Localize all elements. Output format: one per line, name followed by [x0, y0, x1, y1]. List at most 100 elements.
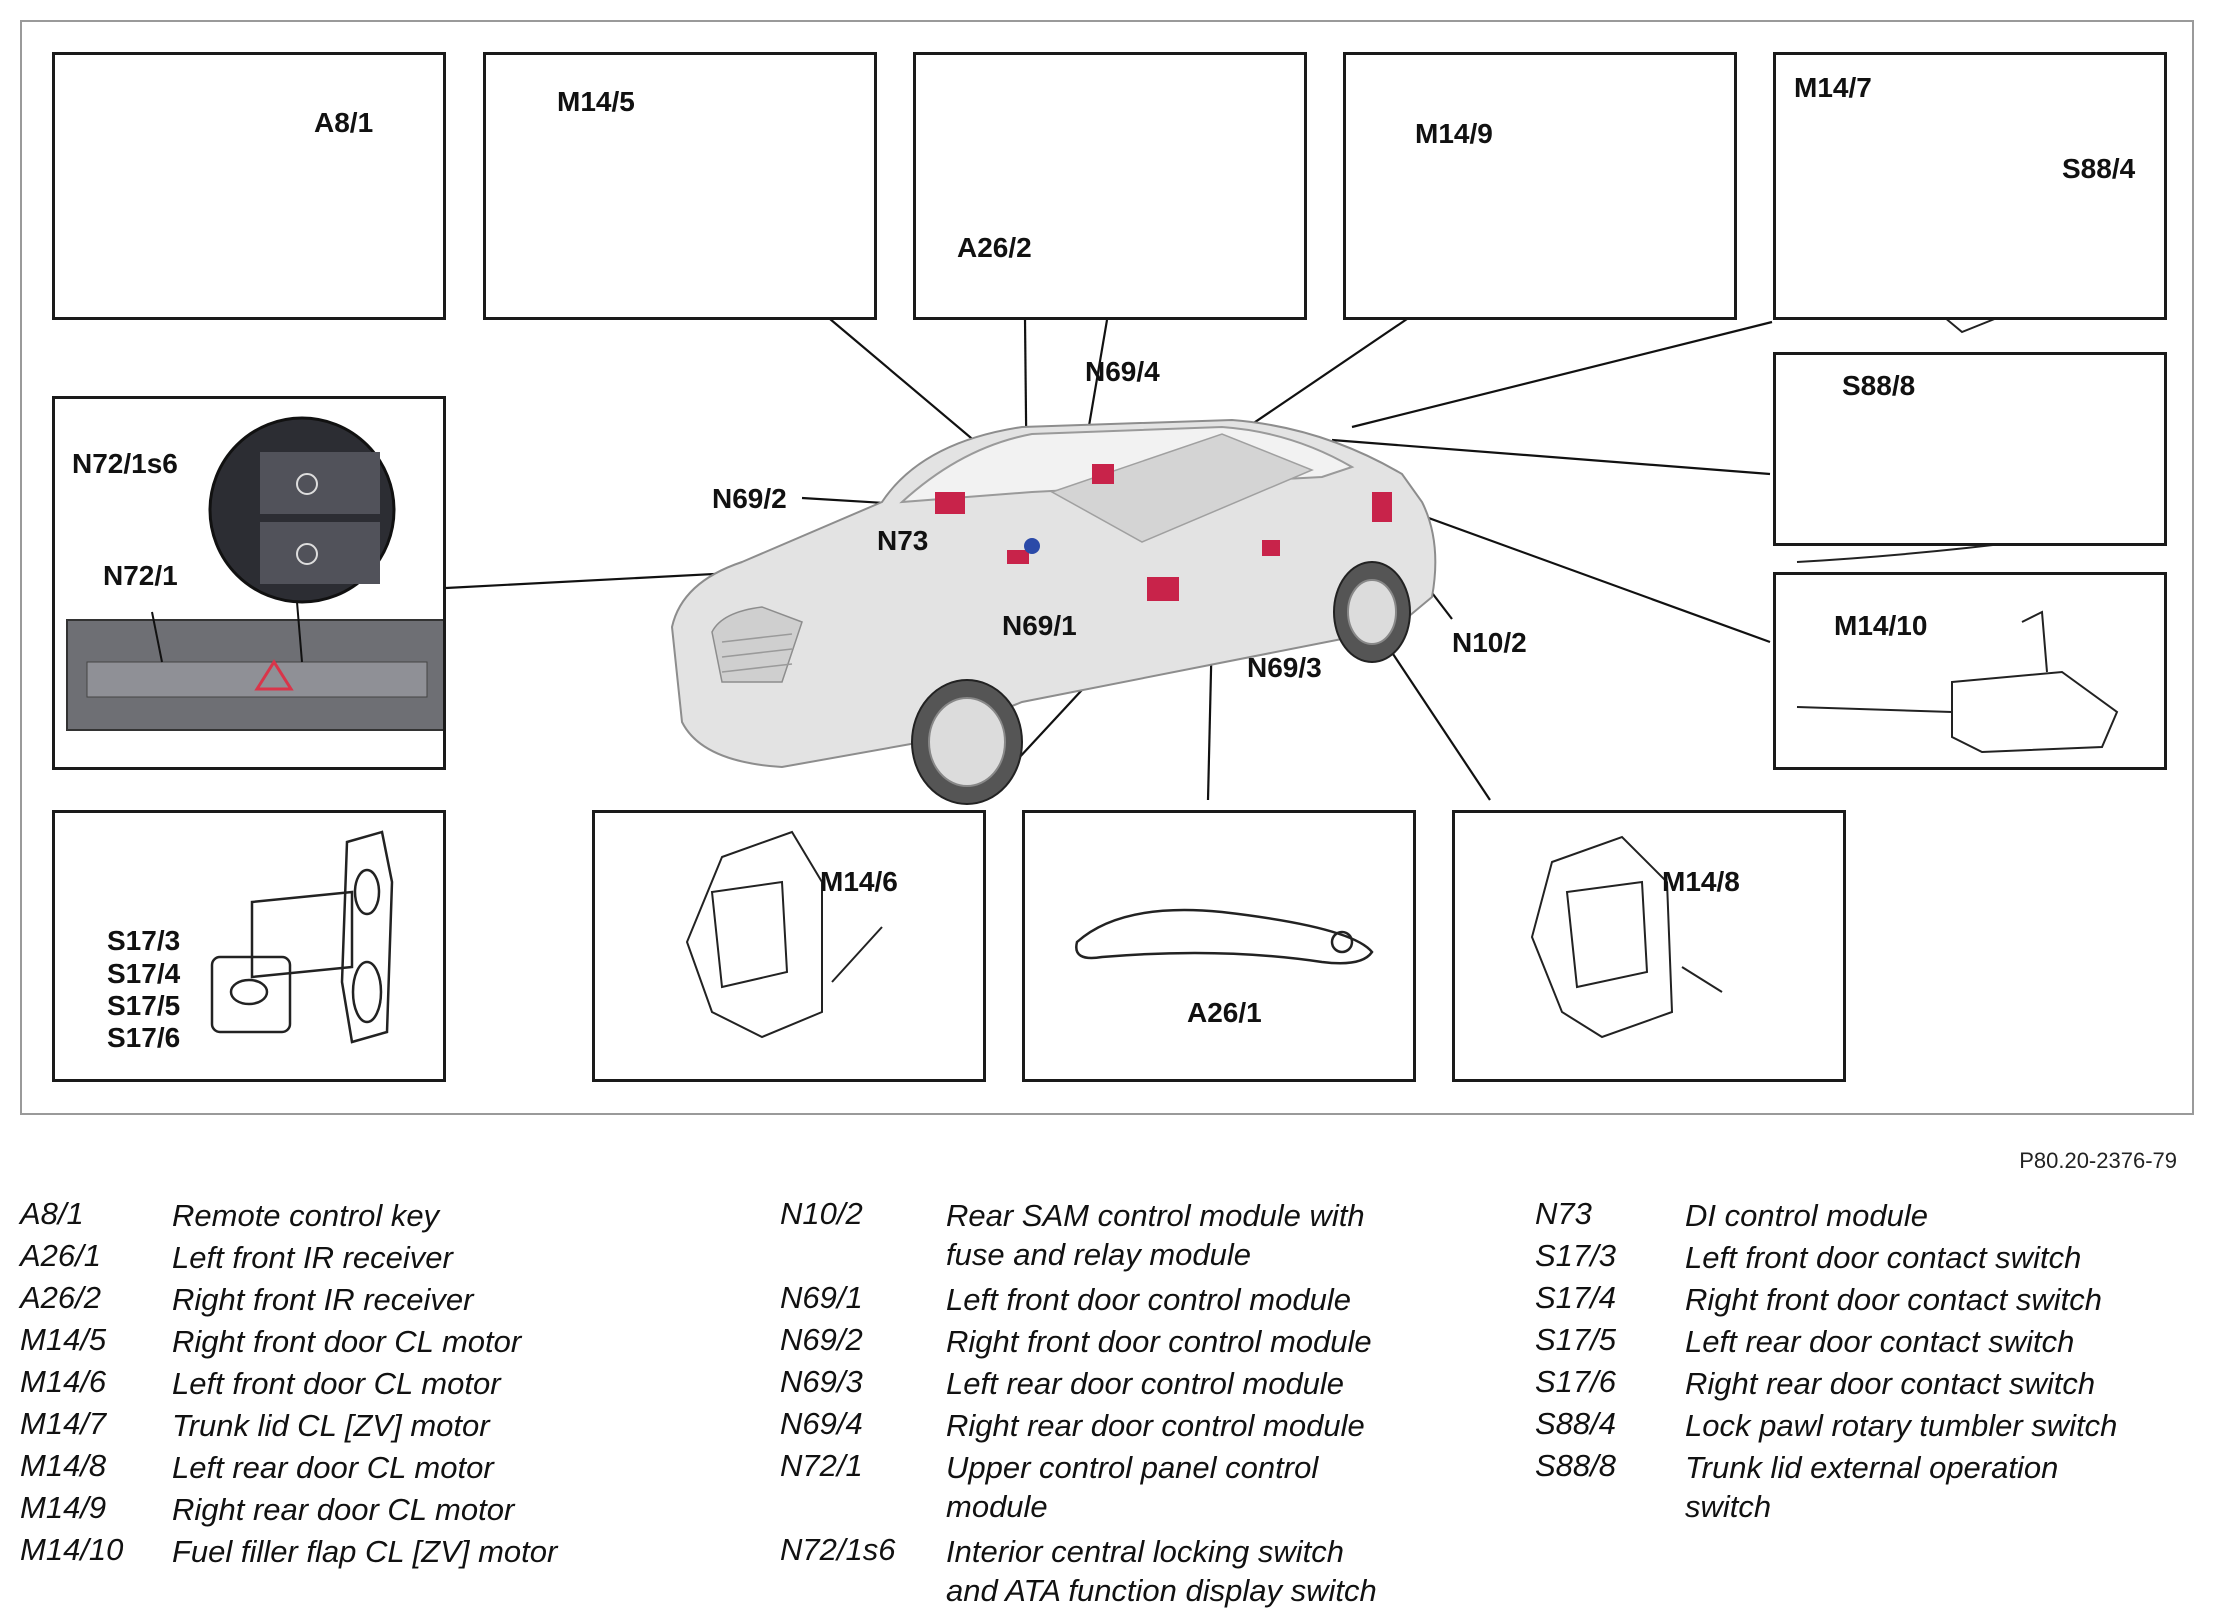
legend-code: N69/2 — [780, 1322, 863, 1357]
legend-code: M14/9 — [20, 1490, 107, 1525]
panel-left-rear-door-motor — [1452, 810, 1846, 1082]
legend-row: M14/7 Trunk lid CL [ZV] motor — [20, 1406, 720, 1448]
figure-reference: P80.20-2376-79 — [2019, 1148, 2177, 1173]
legend-row: A26/2 Right front IR receiver — [20, 1280, 720, 1322]
legend-row: A8/1 Remote control key — [20, 1196, 720, 1238]
legend-code: N10/2 — [780, 1196, 863, 1231]
panel-trunk-lid-motor — [1773, 52, 2167, 320]
legend-code: N69/3 — [780, 1364, 863, 1399]
panel-remote-key — [52, 52, 446, 320]
legend-description: Right front door control module — [946, 1322, 1372, 1361]
legend-description-line: DI control module — [1685, 1198, 1928, 1233]
component-location-diagram: A8/1 M14/5 A26/2 M14/9 M14/7 S88/4 S88/8… — [20, 20, 2194, 1115]
label-m14-9: M14/9 — [1415, 118, 1493, 149]
car-illustration — [670, 418, 1437, 805]
label-n73: N73 — [877, 525, 929, 556]
legend-description-line: Right front door CL motor — [172, 1324, 522, 1359]
label-s17-6: S17/6 — [107, 1022, 181, 1053]
label-s17-5: S17/5 — [107, 990, 181, 1021]
legend-description-line: Left rear door CL motor — [172, 1450, 494, 1485]
diagram-artwork — [66, 100, 2163, 1044]
panel-right-front-door-motor — [483, 52, 877, 320]
legend-code: M14/5 — [20, 1322, 107, 1357]
legend-description: Trunk lid CL [ZV] motor — [172, 1406, 490, 1445]
legend-row: N73 DI control module — [1535, 1196, 2205, 1238]
panel-left-front-ir-receiver — [1022, 810, 1416, 1082]
legend-description-line: Right front IR receiver — [172, 1282, 474, 1317]
legend-description: Fuel filler flap CL [ZV] motor — [172, 1532, 557, 1571]
legend-description: Right front IR receiver — [172, 1280, 474, 1319]
label-a8-1: A8/1 — [314, 107, 374, 138]
legend-code: A26/1 — [20, 1238, 102, 1273]
legend-code: M14/8 — [20, 1448, 107, 1483]
legend-code: S17/4 — [1535, 1280, 1617, 1315]
legend-code: S17/5 — [1535, 1322, 1617, 1357]
legend-description-line: Trunk lid CL [ZV] motor — [172, 1408, 490, 1443]
legend-description-line: Lock pawl rotary tumbler switch — [1685, 1408, 2118, 1443]
legend-description: Right rear door control module — [946, 1406, 1365, 1445]
label-s17-4: S17/4 — [107, 958, 181, 989]
label-n69-2: N69/2 — [712, 483, 787, 514]
label-n72-1: N72/1 — [103, 560, 178, 591]
panel-upper-control-panel — [52, 396, 446, 770]
legend-description-line: Fuel filler flap CL [ZV] motor — [172, 1534, 558, 1569]
label-a26-2: A26/2 — [957, 232, 1032, 263]
legend-code: S17/6 — [1535, 1364, 1617, 1399]
legend-description: Right front door contact switch — [1685, 1280, 2102, 1319]
label-s88-8: S88/8 — [1842, 370, 1916, 401]
panel-right-rear-door-motor — [1343, 52, 1737, 320]
legend-description-line: Left rear door contact switch — [1685, 1324, 2075, 1359]
legend-code: M14/6 — [20, 1364, 107, 1399]
legend-row: M14/5 Right front door CL motor — [20, 1322, 720, 1364]
legend-description: Right front door CL motor — [172, 1322, 521, 1361]
legend-row: N69/2 Right front door control module — [780, 1322, 1480, 1364]
label-n69-3: N69/3 — [1247, 652, 1322, 683]
legend-description: Left front door control module — [946, 1280, 1351, 1319]
panel-trunk-external-switch — [1773, 352, 2167, 546]
panel-door-contact-switches — [52, 810, 446, 1082]
legend-description: Left rear door contact switch — [1685, 1322, 2074, 1361]
legend-description-line: Rear SAM control module with — [946, 1198, 1365, 1233]
legend-code: N72/1 — [780, 1448, 863, 1483]
legend-description: Left rear door CL motor — [172, 1448, 494, 1487]
label-n10-2: N10/2 — [1452, 627, 1527, 658]
legend-row: M14/8 Left rear door CL motor — [20, 1448, 720, 1490]
legend-code: N72/1s6 — [780, 1532, 896, 1567]
legend-code: S17/3 — [1535, 1238, 1617, 1273]
panel-left-front-door-motor — [592, 810, 986, 1082]
panel-fuel-filler-motor — [1773, 572, 2167, 770]
label-m14-7: M14/7 — [1794, 72, 1872, 103]
legend-code: N73 — [1535, 1196, 1592, 1231]
legend-code: M14/7 — [20, 1406, 107, 1441]
legend-description: DI control module — [1685, 1196, 1928, 1235]
legend-description-line: Left front IR receiver — [172, 1240, 453, 1275]
legend-description: Lock pawl rotary tumbler switch — [1685, 1406, 2117, 1445]
label-m14-5: M14/5 — [557, 86, 635, 117]
label-m14-10: M14/10 — [1834, 610, 1928, 641]
legend-description-line: Remote control key — [172, 1198, 440, 1233]
legend-code: A26/2 — [20, 1280, 102, 1315]
legend-description-line: Interior central locking switch — [946, 1534, 1344, 1569]
control-panel-drawing — [66, 416, 446, 731]
legend-description: Remote control key — [172, 1196, 439, 1235]
legend-code: S88/8 — [1535, 1448, 1617, 1483]
legend-description: Left front IR receiver — [172, 1238, 453, 1277]
legend-code: A8/1 — [20, 1196, 84, 1231]
legend-description-line: Left front door control module — [946, 1282, 1351, 1317]
